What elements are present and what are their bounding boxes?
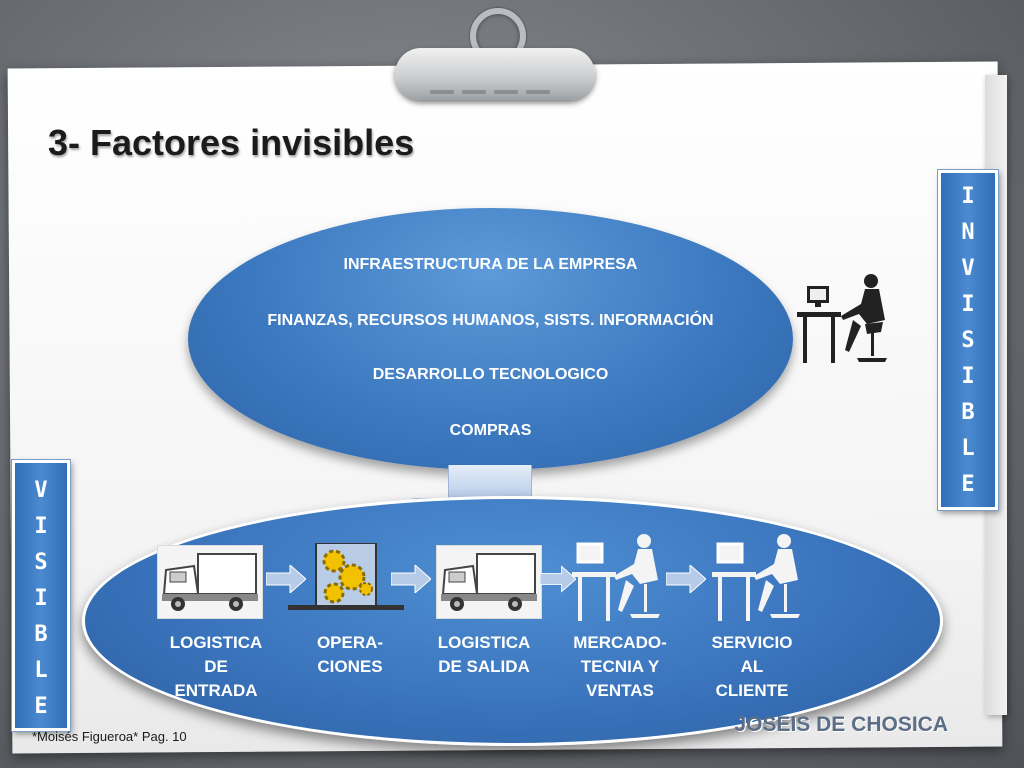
clip-dash — [494, 90, 518, 94]
visible-letter: E — [34, 694, 48, 719]
label-line: DE SALIDA — [438, 657, 530, 676]
invisible-vertical-label: I N V I S I B L E — [938, 170, 998, 510]
invisible-letter: S — [961, 328, 975, 353]
flow-arrow-icon — [540, 565, 576, 593]
truck-icon — [157, 545, 263, 619]
truck-icon — [436, 545, 542, 619]
label-line: ENTRADA — [174, 681, 258, 700]
invisible-letter: E — [961, 472, 975, 497]
visible-letter: S — [34, 550, 48, 575]
office-worker-icon — [572, 534, 660, 621]
invisible-letter: I — [961, 364, 975, 389]
support-activities-ellipse: INFRAESTRUCTURA DE LA EMPRESA FINANZAS, … — [188, 208, 793, 470]
gears-icon — [288, 543, 404, 610]
flow-arrow-icon — [391, 565, 431, 593]
flow-label-logistica-entrada: LOGISTICA DE ENTRADA — [150, 631, 282, 703]
label-line: SERVICIO — [711, 633, 793, 652]
visible-letter: I — [34, 586, 48, 611]
office-worker-icon — [712, 534, 800, 621]
label-line: MERCADO- — [573, 633, 667, 652]
primary-activities-ellipse — [82, 496, 943, 746]
label-line: LOGISTICA — [169, 633, 263, 652]
label-line: TECNIA Y — [580, 657, 660, 676]
support-line-finanzas: FINANZAS, RECURSOS HUMANOS, SISTS. INFOR… — [267, 312, 714, 329]
label-line: OPERA- — [316, 633, 384, 652]
page-title: 3- Factores invisibles — [48, 122, 415, 163]
clip-dash — [462, 90, 486, 94]
clip-dash — [526, 90, 550, 94]
visible-letter: V — [34, 478, 48, 503]
flow-label-logistica-salida: LOGISTICA DE SALIDA — [420, 631, 548, 679]
invisible-letter: B — [961, 400, 975, 425]
visible-letter: B — [34, 622, 48, 647]
label-line: CLIENTE — [715, 681, 789, 700]
flow-arrow-icon — [666, 565, 706, 593]
flow-label-servicio: SERVICIO AL CLIENTE — [690, 631, 814, 703]
flow-label-mercadotecnia: MERCADO- TECNIA Y VENTAS — [552, 631, 688, 703]
footer-brand: JOSEIS DE CHOSICA — [734, 713, 948, 736]
support-line-infraestructura: INFRAESTRUCTURA DE LA EMPRESA — [343, 256, 638, 273]
down-arrow-shaft — [448, 465, 532, 499]
label-line: VENTAS — [586, 681, 654, 700]
visible-letter: I — [34, 514, 48, 539]
visible-letter: L — [34, 658, 48, 683]
label-line: LOGISTICA — [437, 633, 531, 652]
flow-arrow-icon — [266, 565, 306, 593]
support-line-desarrollo: DESARROLLO TECNOLOGICO — [372, 366, 609, 383]
visible-vertical-label: V I S I B L E — [12, 460, 70, 731]
invisible-letter: I — [961, 184, 975, 209]
invisible-letter: L — [961, 436, 975, 461]
support-line-compras: COMPRAS — [449, 422, 532, 439]
label-line: CIONES — [317, 657, 383, 676]
flow-label-operaciones: OPERA- CIONES — [290, 631, 410, 679]
office-worker-icon — [797, 274, 887, 363]
invisible-letter: V — [961, 256, 975, 281]
clip-dash — [430, 90, 454, 94]
label-line: DE — [204, 657, 228, 676]
invisible-letter: I — [961, 292, 975, 317]
invisible-letter: N — [961, 220, 975, 245]
footer-note: *Moisés Figueroa* Pag. 10 — [32, 729, 187, 744]
label-line: AL — [740, 657, 764, 676]
